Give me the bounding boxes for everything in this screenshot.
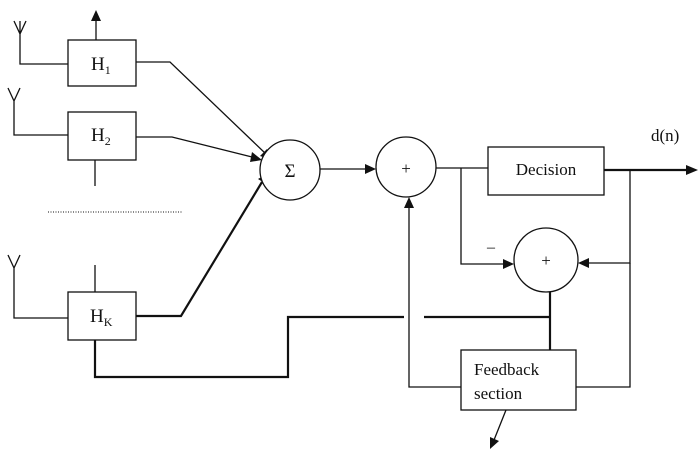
minus-input-line <box>460 168 504 265</box>
sum-to-adder-arrowhead <box>365 164 376 174</box>
decision-to-feedback-line <box>576 263 631 388</box>
error-to-filters-line <box>93 315 550 379</box>
filter-hk-block: HK <box>67 291 137 341</box>
feedback-to-adder-arrowhead <box>404 197 414 208</box>
h1-up-arrowhead <box>91 10 101 21</box>
feedback-section-block: Feedback section <box>460 349 577 411</box>
svg-text:Feedback: Feedback <box>474 360 540 379</box>
svg-text:H1: H1 <box>91 54 111 77</box>
output-label: d(n) <box>651 126 679 145</box>
antenna-2-icon <box>7 87 68 136</box>
hk-to-sum-line <box>136 181 263 318</box>
antenna-k-icon <box>7 254 68 319</box>
feedback-adapt-arrowhead <box>490 437 499 449</box>
antenna-1-icon <box>13 20 68 65</box>
svg-text:+: + <box>401 159 411 178</box>
h1-to-sum-line <box>136 61 267 155</box>
output-arrowhead <box>686 165 698 175</box>
h2-to-sum-arrowhead <box>250 152 262 162</box>
feedback-to-adder-line <box>408 207 461 388</box>
minus-sign-label: – <box>486 239 496 256</box>
svg-text:Decision: Decision <box>516 160 577 179</box>
svg-text:HK: HK <box>90 306 113 329</box>
decision-block: Decision <box>487 146 605 196</box>
filter-h1-block: H1 <box>67 39 137 87</box>
feedback-adapt-line <box>493 409 507 441</box>
h2-to-sum-line <box>136 136 253 158</box>
adder-node: + <box>375 136 437 198</box>
subtractor-node: + <box>513 227 579 293</box>
filter-h2-block: H2 <box>67 111 137 161</box>
decision-feedback-arrowhead <box>578 258 589 268</box>
svg-text:+: + <box>541 251 551 270</box>
svg-text:H2: H2 <box>91 125 111 148</box>
combiner-sum-node: Σ <box>259 139 321 201</box>
svg-text:section: section <box>474 384 523 403</box>
svg-text:Σ: Σ <box>284 161 295 182</box>
minus-input-arrowhead <box>503 259 514 269</box>
